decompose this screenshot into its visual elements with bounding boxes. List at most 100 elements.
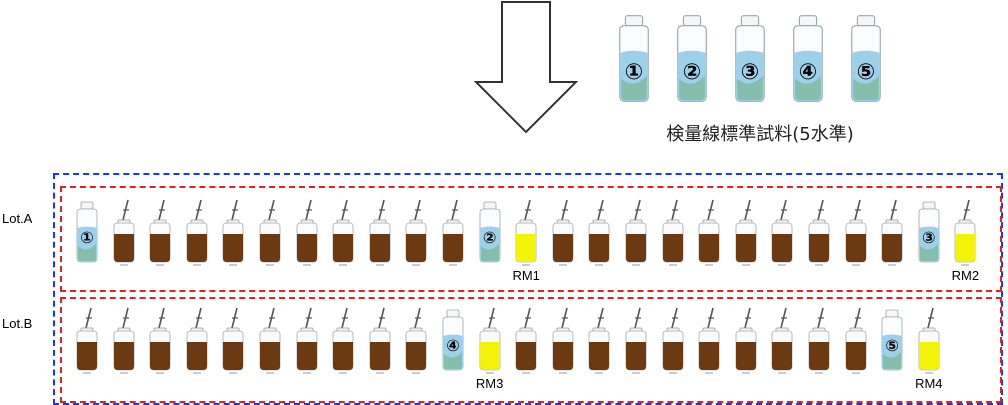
reference-material-vial-graphic <box>954 199 976 266</box>
soil-sample-vial <box>328 198 358 268</box>
soil-sample-vial-graphic <box>552 307 574 374</box>
soil-sample-vial-graphic <box>296 307 317 374</box>
soil-sample-vial-graphic <box>186 199 208 266</box>
soil-sample-vial-graphic <box>662 199 683 266</box>
soil-sample-vial <box>145 306 175 376</box>
soil-sample-vial-graphic <box>222 199 244 266</box>
soil-sample-vial <box>365 198 395 268</box>
soil-sample-vial-graphic <box>149 307 171 374</box>
soil-sample-vial <box>72 306 102 376</box>
soil-sample-vial-graphic <box>259 199 281 266</box>
reference-material-vial <box>914 306 944 376</box>
soil-sample-vial <box>218 198 248 268</box>
lot-a-box <box>60 186 1002 292</box>
soil-sample-vial <box>109 306 139 376</box>
soil-sample-vial-graphic <box>845 307 866 374</box>
standard-vial-graphic <box>735 15 765 103</box>
standard-vials-row: ① ② ③ ④ ⑤ <box>612 10 902 110</box>
soil-sample-vial <box>694 306 724 376</box>
soil-sample-vial <box>401 306 431 376</box>
standard-vial-5: ⑤ <box>844 10 888 110</box>
soil-sample-vial <box>182 306 212 376</box>
soil-sample-vial-graphic <box>369 307 391 374</box>
soil-sample-vial-graphic <box>405 199 427 266</box>
soil-sample-vial <box>658 306 688 376</box>
soil-sample-vial <box>877 198 907 268</box>
reference-material-vial-graphic <box>479 307 500 374</box>
soil-sample-vial-graphic <box>259 307 281 374</box>
standard-check-vial-graphic <box>881 309 903 371</box>
reference-material-label: RM3 <box>475 376 504 391</box>
standards-caption: 検量線標準試料(5水準) <box>666 124 854 145</box>
standard-check-vial-graphic <box>918 201 940 263</box>
soil-sample-vial-graphic <box>515 307 537 374</box>
standard-number-label: ③ <box>922 228 936 247</box>
standard-check-vial-graphic <box>479 201 500 263</box>
soil-sample-vial-graphic <box>625 199 647 266</box>
standard-number-label: ⑤ <box>885 336 899 355</box>
standard-number-label: ② <box>482 228 497 247</box>
soil-sample-vial-graphic <box>588 307 610 374</box>
standard-check-vial: ④ <box>438 306 468 376</box>
soil-sample-vial-graphic <box>405 307 427 374</box>
reference-material-vial-graphic <box>918 307 940 374</box>
soil-sample-vial-graphic <box>735 307 757 374</box>
soil-sample-vial-graphic <box>662 307 683 374</box>
soil-sample-vial <box>255 306 285 376</box>
standard-check-vial: ③ <box>914 198 944 268</box>
soil-sample-vial <box>548 306 578 376</box>
soil-sample-vial <box>621 306 651 376</box>
soil-sample-vial <box>767 198 797 268</box>
reference-material-label: RM1 <box>512 268 540 283</box>
soil-sample-vial-graphic <box>771 199 793 266</box>
soil-sample-vial-graphic <box>296 199 317 266</box>
standard-number-label: ⑤ <box>856 60 876 85</box>
reference-material-label: RM2 <box>951 268 980 283</box>
soil-sample-vial-graphic <box>186 307 208 374</box>
soil-sample-vial-graphic <box>625 307 647 374</box>
soil-sample-vial <box>328 306 358 376</box>
standard-vial-1: ① <box>612 10 656 110</box>
reference-material-label: RM4 <box>915 376 943 391</box>
reference-material-vial-graphic <box>515 199 537 266</box>
reference-material-vial <box>475 306 505 376</box>
soil-sample-vial-graphic <box>332 199 354 266</box>
standard-number-label: ④ <box>446 336 460 355</box>
standard-check-vial-graphic <box>442 309 464 371</box>
standard-number-label: ① <box>624 60 644 85</box>
soil-sample-vial-graphic <box>369 199 391 266</box>
standard-vial-graphic <box>677 15 707 103</box>
lot-a-label: Lot.A <box>2 211 33 226</box>
reference-material-vial <box>511 198 541 268</box>
soil-sample-vial-graphic <box>771 307 793 374</box>
standard-check-vial-graphic <box>76 201 98 263</box>
soil-sample-vial-graphic <box>845 199 866 266</box>
soil-sample-vial <box>694 198 724 268</box>
soil-sample-vial <box>804 198 834 268</box>
reference-material-vial <box>950 198 980 268</box>
soil-sample-vial <box>365 306 395 376</box>
standard-vial-4: ④ <box>786 10 830 110</box>
soil-sample-vial <box>841 198 871 268</box>
soil-sample-vial-graphic <box>698 307 720 374</box>
soil-sample-vial <box>621 198 651 268</box>
soil-sample-vial <box>401 198 431 268</box>
soil-sample-vial <box>438 198 468 268</box>
soil-sample-vial <box>584 198 614 268</box>
standard-vial-graphic <box>851 15 881 103</box>
soil-sample-vial-graphic <box>113 199 134 266</box>
soil-sample-vial-graphic <box>552 199 574 266</box>
soil-sample-vial-graphic <box>113 307 134 374</box>
standard-number-label: ② <box>682 60 702 85</box>
soil-sample-vial <box>731 198 761 268</box>
soil-sample-vial <box>255 198 285 268</box>
standard-vial-graphic <box>793 15 823 103</box>
standard-number-label: ③ <box>740 60 760 85</box>
soil-sample-vial-graphic <box>698 199 720 266</box>
lot-b-box <box>60 297 1002 403</box>
soil-sample-vial <box>182 198 212 268</box>
soil-sample-vial-graphic <box>808 199 830 266</box>
soil-sample-vial <box>584 306 614 376</box>
soil-sample-vial-graphic <box>442 199 464 266</box>
soil-sample-vial <box>292 306 322 376</box>
